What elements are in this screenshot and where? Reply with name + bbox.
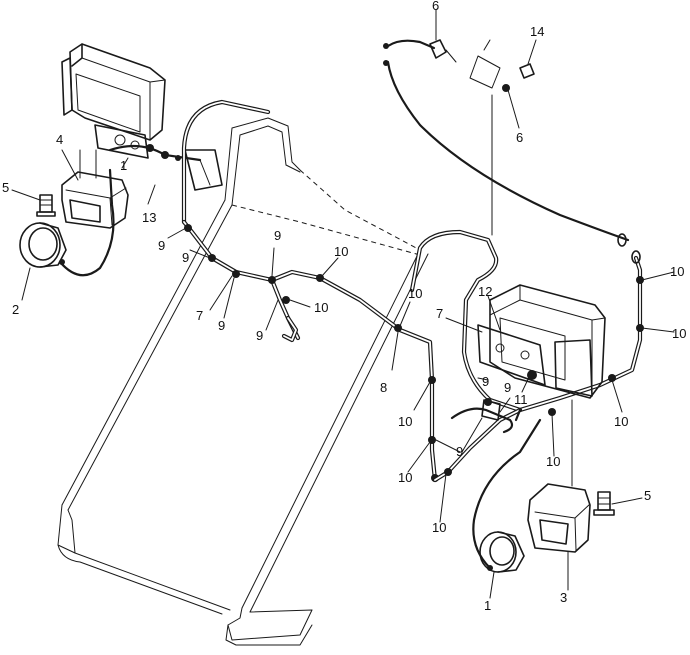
callout-3: 3 [560, 590, 567, 605]
right-work-lamp [472, 418, 542, 573]
callout-9-c: 9 [218, 318, 225, 333]
callout-7-left: 7 [196, 308, 203, 323]
callout-9-f: 9 [482, 374, 489, 389]
callout-6-top: 6 [432, 0, 439, 13]
callout-6-lower: 6 [516, 130, 523, 145]
callout-8: 8 [380, 380, 387, 395]
callout-12: 12 [478, 284, 492, 299]
left-lamp-housing [61, 43, 166, 159]
callout-7-right: 7 [436, 306, 443, 321]
tube-clips-right [444, 276, 644, 476]
right-harness [431, 399, 522, 453]
callout-10-i: 10 [670, 264, 684, 279]
callout-10-f: 10 [432, 520, 446, 535]
callout-9-h: 9 [456, 444, 463, 459]
callout-14: 14 [530, 24, 544, 39]
callout-10-c: 10 [408, 286, 422, 301]
left-bolt [36, 194, 56, 217]
callout-9-a: 9 [158, 238, 165, 253]
vehicle-hood-outline [57, 117, 429, 646]
top-harness [383, 39, 641, 264]
callout-5-left: 5 [2, 180, 9, 195]
left-bracket [61, 149, 129, 229]
callout-11: 11 [514, 392, 528, 407]
callout-10-h: 10 [614, 414, 628, 429]
callout-10-e: 10 [398, 470, 412, 485]
callout-10-a: 10 [334, 244, 348, 259]
right-bolt [593, 491, 615, 516]
callout-10-b: 10 [314, 300, 328, 315]
callout-5-right: 5 [644, 488, 651, 503]
left-harness [108, 144, 223, 191]
callout-10-j: 10 [672, 326, 686, 341]
callout-2: 2 [12, 302, 19, 317]
callout-13: 13 [142, 210, 156, 225]
callout-10-g: 10 [546, 454, 560, 469]
right-lamp-housing [477, 284, 606, 399]
callout-9-e: 9 [256, 328, 263, 343]
callout-1-left: 1 [120, 158, 127, 173]
callout-4: 4 [56, 132, 63, 147]
callout-9-g: 9 [504, 380, 511, 395]
leader-lines [11, 9, 675, 599]
callout-labels: 1 1 2 3 4 5 5 6 6 7 7 8 9 9 9 9 9 9 9 9 … [2, 0, 686, 613]
callout-10-d: 10 [398, 414, 412, 429]
callout-9-d: 9 [274, 228, 281, 243]
callout-1-right: 1 [484, 598, 491, 613]
callout-9-b: 9 [182, 250, 189, 265]
left-work-lamp [19, 168, 115, 277]
cable-conduit-right [409, 229, 643, 483]
right-bracket [527, 399, 591, 553]
